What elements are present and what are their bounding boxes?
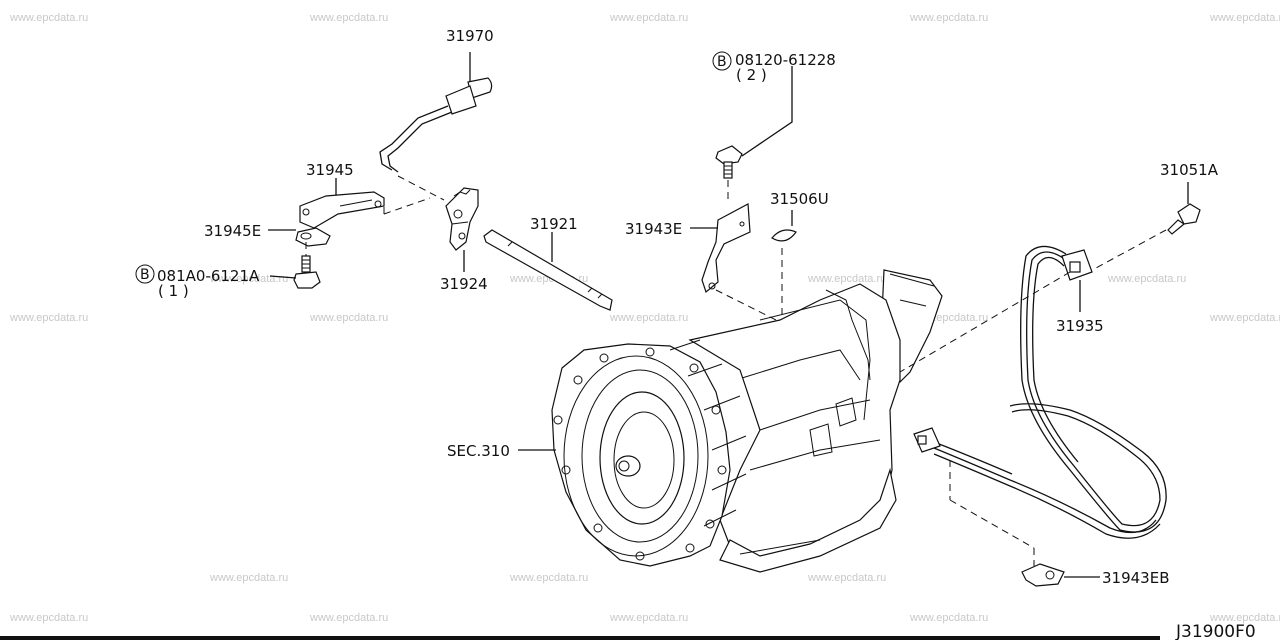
label-31506u: 31506U xyxy=(770,190,829,208)
part-31935-harness[interactable] xyxy=(913,245,1167,539)
watermark: www.epcdata.ru xyxy=(309,12,388,24)
bolt-mark-icon: B xyxy=(135,264,155,284)
watermark: www.epcdata.ru xyxy=(209,273,288,285)
watermark: www.epcdata.ru xyxy=(209,572,288,584)
label-31945: 31945 xyxy=(306,161,354,179)
label-bolt-081a0-qty: ( 1 ) xyxy=(158,282,189,300)
bolt-mark-letter: B xyxy=(140,267,150,283)
dash-leader xyxy=(899,271,1071,373)
label-31051a: 31051A xyxy=(1160,161,1219,179)
label-31943e: 31943E xyxy=(625,220,682,238)
label-31945e: 31945E xyxy=(204,222,261,240)
watermark: www.epcdata.ru xyxy=(9,312,88,324)
watermark: www.epcdata.ru xyxy=(909,612,988,624)
watermark: www.epcdata.ru xyxy=(309,612,388,624)
part-31506u-seal[interactable] xyxy=(771,229,797,242)
watermark: www.epcdata.ru xyxy=(909,12,988,24)
part-31943e-bracket[interactable] xyxy=(701,203,751,294)
part-31970-rod[interactable] xyxy=(379,52,493,173)
label-31935: 31935 xyxy=(1056,317,1104,335)
watermark: www.epcdata.ru xyxy=(509,572,588,584)
watermark: www.epcdata.ru xyxy=(609,612,688,624)
label-bolt-081a0: 081A0-6121A xyxy=(157,267,260,285)
watermark: www.epcdata.ru xyxy=(1209,312,1280,324)
label-31924: 31924 xyxy=(440,275,488,293)
part-31945-bracket[interactable] xyxy=(299,191,385,229)
label-31943eb: 31943EB xyxy=(1102,569,1170,587)
watermark: www.epcdata.ru xyxy=(1209,12,1280,24)
watermark: www.epcdata.ru xyxy=(807,273,886,285)
part-31945e-washer[interactable] xyxy=(295,227,331,247)
leader-line xyxy=(269,275,297,279)
label-31921: 31921 xyxy=(530,215,578,233)
part-31943eb-clip[interactable] xyxy=(1021,563,1065,587)
bolt-mark-icon: B xyxy=(712,51,732,71)
bolt-mark-letter: B xyxy=(717,54,727,70)
dash-leader xyxy=(949,499,1035,549)
watermark: www.epcdata.ru xyxy=(807,572,886,584)
watermark: www.epcdata.ru xyxy=(1209,612,1280,624)
watermark: www.epcdata.ru xyxy=(609,12,688,24)
drawing-code: J31900F0 xyxy=(1175,622,1256,640)
frame-border xyxy=(0,636,1160,640)
label-bolt-08120-qty: ( 2 ) xyxy=(736,66,767,84)
label-bolt-08120: 08120-61228 xyxy=(735,51,836,69)
dash-leader xyxy=(1095,229,1167,269)
dash-leader xyxy=(383,197,431,215)
watermark: www.epcdata.ru xyxy=(1107,273,1186,285)
watermark: www.epcdata.ru xyxy=(9,612,88,624)
part-bolt-081a0[interactable] xyxy=(293,255,321,289)
watermark-layer: www.epcdata.ru www.epcdata.ru www.epcdat… xyxy=(9,12,1280,624)
part-bolt-08120[interactable] xyxy=(715,145,743,179)
part-31051a-bolt[interactable] xyxy=(1167,203,1201,235)
watermark: www.epcdata.ru xyxy=(9,12,88,24)
label-31970: 31970 xyxy=(446,27,494,45)
part-31921-shaft[interactable] xyxy=(483,229,613,311)
label-sec310: SEC.310 xyxy=(447,442,510,460)
leader-line xyxy=(741,66,793,157)
transmission-assembly[interactable] xyxy=(551,269,943,573)
watermark: www.epcdata.ru xyxy=(609,312,688,324)
part-31924-lever[interactable] xyxy=(445,187,479,251)
watermark: www.epcdata.ru xyxy=(309,312,388,324)
dash-leader xyxy=(397,175,445,201)
